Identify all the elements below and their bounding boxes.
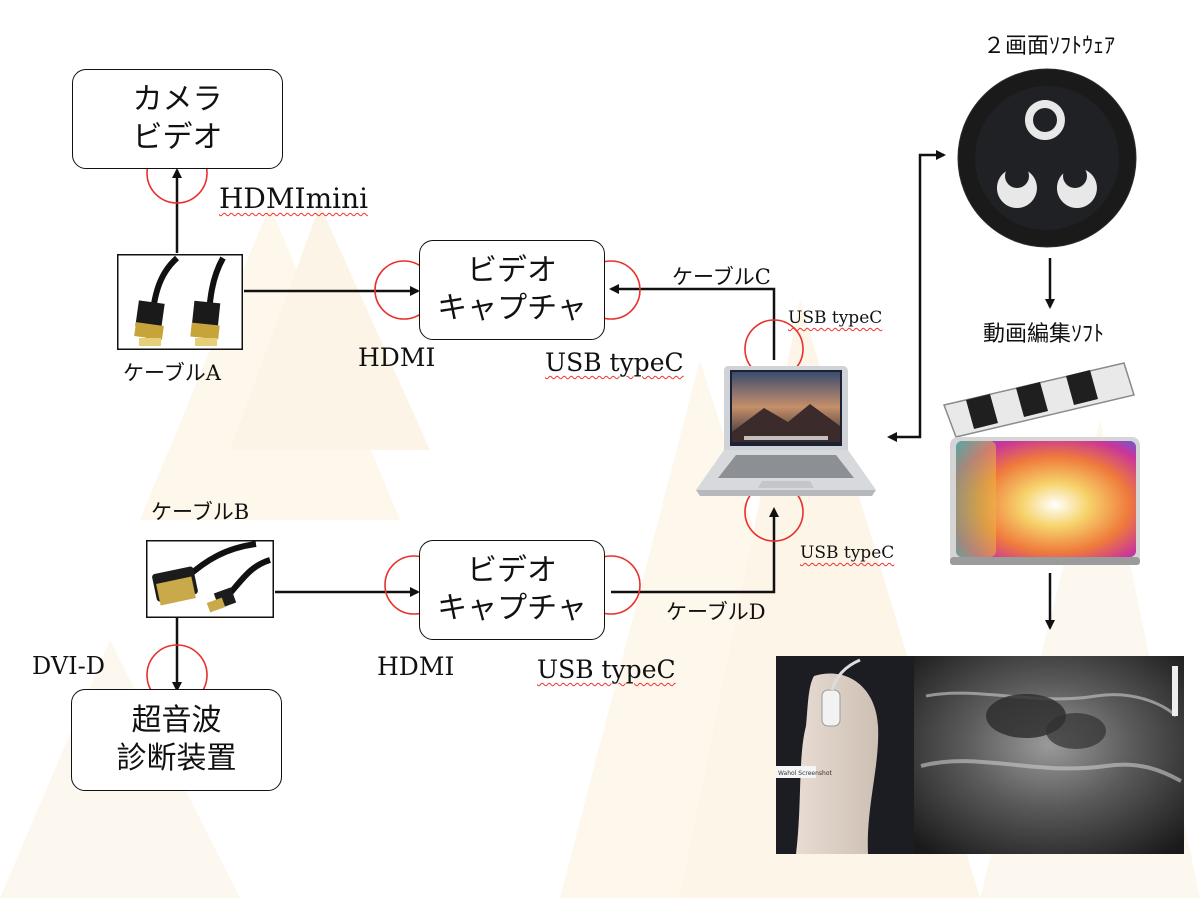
label-two-screen-software: ２画面ｿﾌﾄｳｪｱ [983,34,1116,59]
hdmi-cable-image [117,254,243,350]
camera-line2: ビデオ [132,120,223,155]
label-hdmi-top: HDMI [358,343,436,372]
ultrasound-box: 超音波 診断装置 [71,689,282,791]
label-hdmi-bottom: HDMI [377,652,455,681]
ultrasound-line2: 診断装置 [116,741,237,776]
label-usb-capture-bottom: USB typeC [537,655,676,684]
label-usb-laptop-top: USB typeC [788,308,883,328]
ultrasound-line1: 超音波 [131,703,222,738]
result-screenshot-art: Wahol Screenshot [776,656,1184,854]
label-cable-b: ケーブルB [151,500,250,524]
dvi-cable-image [146,540,274,618]
label-cable-c: ケーブルC [672,265,771,289]
capture-bottom-line2: キャプチャ [437,591,587,626]
label-cable-d: ケーブルD [666,600,766,624]
label-usb-laptop-bottom: USB typeC [800,543,895,563]
capture-top-line1: ビデオ [467,253,557,288]
label-dvi-d: DVI-D [32,652,105,680]
capture-bottom-line1: ビデオ [467,553,557,588]
label-hdmimini: HDMImini [219,182,369,215]
label-usb-capture-top: USB typeC [545,348,684,377]
final-cut-pro-icon [942,362,1140,565]
capture-bottom-box: ビデオ キャプチャ [419,540,605,640]
capture-top-line2: キャプチャ [437,291,587,326]
line-laptop-obs [887,150,946,442]
camera-box: カメラ ビデオ [72,69,283,169]
camera-line1: カメラ [132,82,223,117]
result-caption: Wahol Screenshot [778,770,833,777]
label-video-edit-software: 動画編集ｿﾌﾄ [983,322,1105,347]
line-cable-c [609,284,776,360]
label-cable-a: ケーブルA [123,361,221,385]
laptop-image [696,366,876,496]
capture-top-box: ビデオ キャプチャ [419,240,605,340]
obs-logo-icon [957,68,1137,248]
result-screenshot: Wahol Screenshot [776,656,1184,854]
